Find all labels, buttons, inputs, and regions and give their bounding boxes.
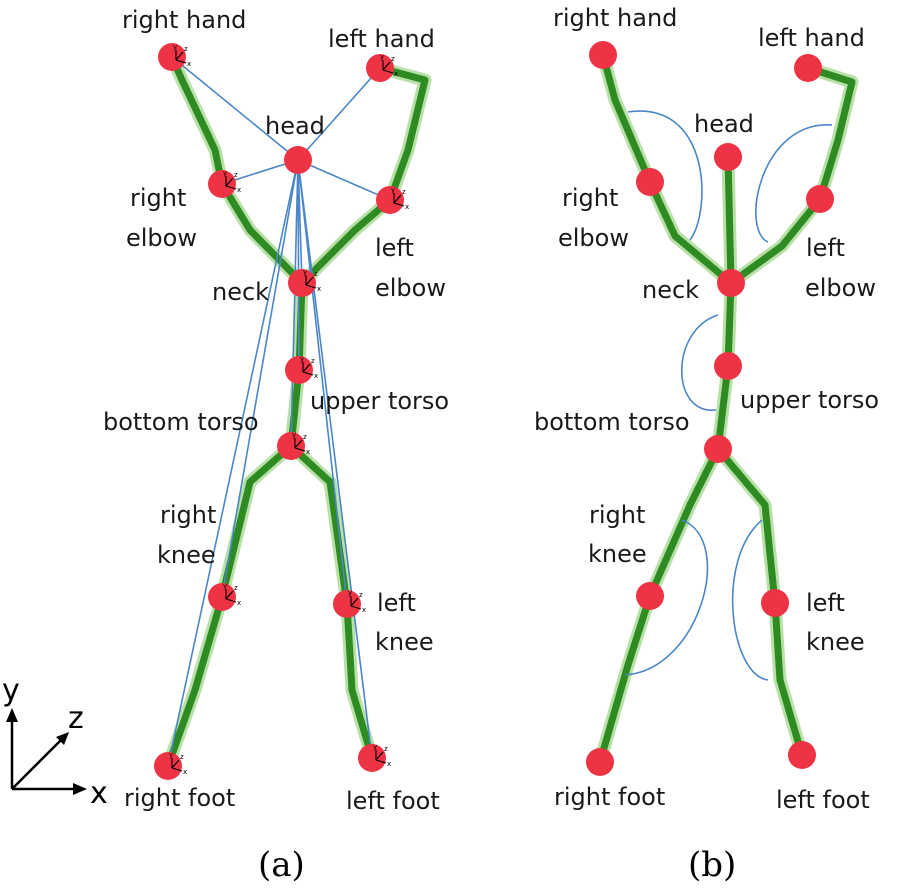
joint-a-head bbox=[284, 146, 312, 174]
label-a-left-elbow-2: elbow bbox=[375, 274, 446, 302]
joint-a-upper-torso bbox=[285, 356, 313, 384]
joint-a-bottom-torso bbox=[277, 432, 305, 460]
joint-b-right-elbow bbox=[636, 168, 664, 196]
label-b-bottom-torso: bottom torso bbox=[534, 408, 690, 436]
label-b-right-hand: right hand bbox=[553, 4, 677, 32]
global-axis-x-label: x bbox=[90, 776, 108, 811]
label-b-left-knee-2: knee bbox=[806, 628, 865, 656]
joint-b-right-foot bbox=[586, 748, 614, 776]
panel-a-joints bbox=[154, 43, 404, 780]
joint-b-upper-torso bbox=[714, 352, 742, 380]
label-b-left-knee-1: left bbox=[806, 589, 845, 617]
label-b-left-hand: left hand bbox=[758, 24, 865, 52]
label-a-right-hand: right hand bbox=[122, 6, 246, 34]
joint-b-head bbox=[714, 143, 742, 171]
joint-a-right-knee bbox=[208, 583, 236, 611]
global-axis-y-label: y bbox=[2, 673, 20, 708]
label-b-right-foot: right foot bbox=[554, 783, 665, 811]
panel-a: right hand left hand head right elbow le… bbox=[2, 6, 449, 885]
joint-b-bottom-torso bbox=[704, 435, 732, 463]
label-b-upper-torso: upper torso bbox=[740, 386, 879, 414]
label-b-left-elbow-2: elbow bbox=[805, 274, 876, 302]
label-a-head: head bbox=[265, 112, 325, 140]
label-a-right-knee-2: knee bbox=[157, 541, 216, 569]
panel-b-angle-arcs bbox=[624, 110, 833, 681]
label-a-left-knee-2: knee bbox=[375, 628, 434, 656]
joint-a-right-foot bbox=[154, 752, 182, 780]
panel-a-head-rays bbox=[167, 56, 391, 767]
caption-a: (a) bbox=[258, 845, 305, 885]
label-a-right-knee-1: right bbox=[160, 501, 216, 529]
label-b-left-foot: left foot bbox=[776, 786, 870, 814]
label-b-right-elbow-1: right bbox=[562, 184, 618, 212]
label-b-head: head bbox=[694, 110, 754, 138]
label-b-right-knee-2: knee bbox=[588, 540, 647, 568]
label-a-right-elbow-2: elbow bbox=[126, 224, 197, 252]
joint-b-left-foot bbox=[788, 741, 816, 769]
joint-b-left-hand bbox=[794, 54, 822, 82]
label-b-right-knee-1: right bbox=[589, 501, 645, 529]
joint-b-left-elbow bbox=[806, 185, 834, 213]
joint-a-left-knee bbox=[333, 590, 361, 618]
label-a-bottom-torso: bottom torso bbox=[103, 408, 259, 436]
joint-a-neck bbox=[288, 269, 316, 297]
joint-a-right-hand bbox=[158, 43, 186, 71]
joint-b-left-knee bbox=[761, 589, 789, 617]
label-a-right-foot: right foot bbox=[124, 784, 235, 812]
label-a-left-elbow-1: left bbox=[375, 234, 414, 262]
joint-a-left-hand bbox=[366, 54, 394, 82]
panel-b: right hand left hand head right elbow le… bbox=[534, 4, 879, 885]
global-axes: y z x bbox=[2, 673, 108, 811]
joint-b-right-knee bbox=[636, 582, 664, 610]
panel-b-joints bbox=[586, 41, 834, 776]
label-a-left-knee-1: left bbox=[377, 589, 416, 617]
label-b-neck: neck bbox=[642, 276, 699, 304]
label-a-left-hand: left hand bbox=[328, 25, 435, 53]
joint-b-right-hand bbox=[589, 41, 617, 69]
joint-a-left-foot bbox=[358, 744, 386, 772]
global-axis-z-label: z bbox=[68, 701, 84, 736]
label-b-right-elbow-2: elbow bbox=[558, 224, 629, 252]
label-a-neck: neck bbox=[212, 278, 269, 306]
joint-a-left-elbow bbox=[376, 186, 404, 214]
label-a-left-foot: left foot bbox=[346, 787, 440, 815]
label-a-upper-torso: upper torso bbox=[310, 387, 449, 415]
caption-b: (b) bbox=[688, 845, 736, 885]
label-a-right-elbow-1: right bbox=[130, 184, 186, 212]
joint-b-neck bbox=[717, 269, 745, 297]
label-b-left-elbow-1: left bbox=[806, 234, 845, 262]
joint-a-right-elbow bbox=[208, 170, 236, 198]
